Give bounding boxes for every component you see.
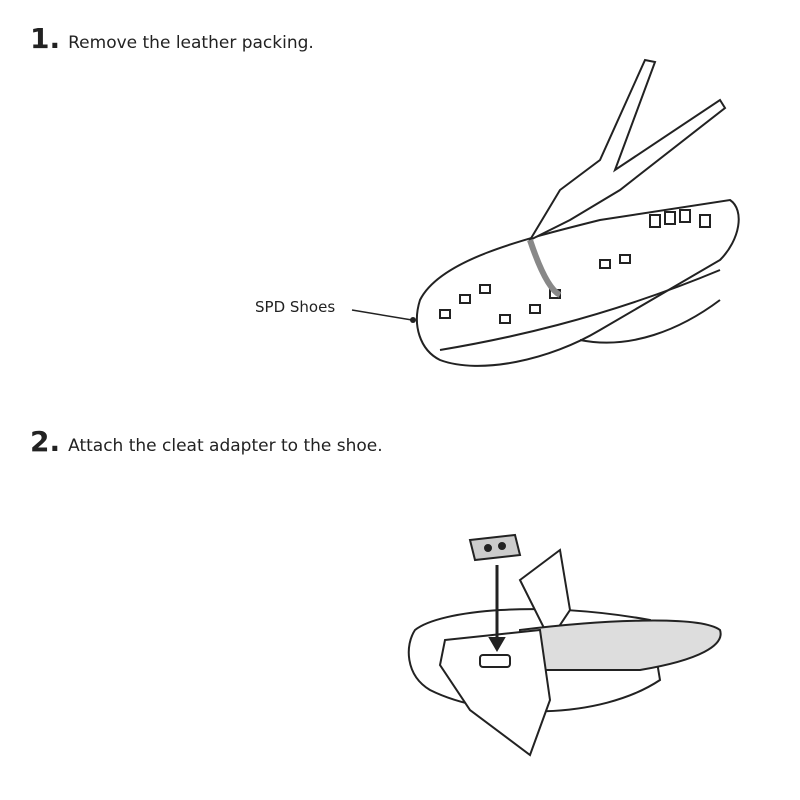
step-text: Attach the cleat adapter to the shoe. — [68, 436, 383, 456]
callout-line — [351, 309, 416, 323]
step-2-heading: 2. Attach the cleat adapter to the shoe. — [30, 425, 383, 458]
step-1-heading: 1. Remove the leather packing. — [30, 22, 314, 55]
step-number: 1. — [30, 22, 61, 55]
step-number: 2. — [30, 425, 61, 458]
cleat-adapter-illustration — [407, 533, 722, 757]
shoe-with-pliers-illustration — [415, 58, 740, 367]
spd-shoes-label: SPD Shoes — [255, 298, 336, 316]
step-text: Remove the leather packing. — [68, 33, 314, 53]
